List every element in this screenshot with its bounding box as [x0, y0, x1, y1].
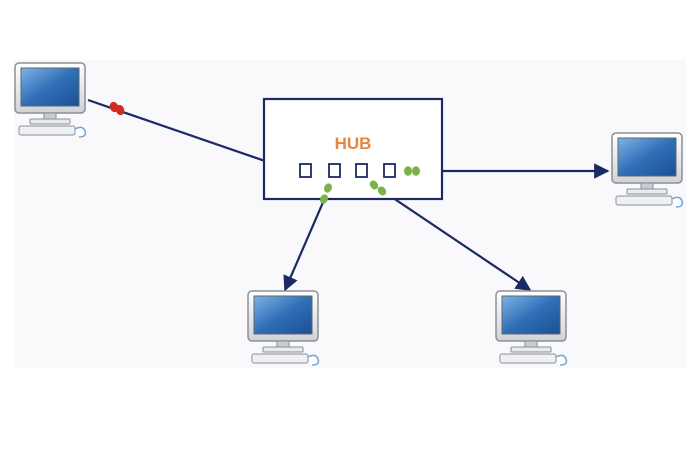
sender-computer-icon: [14, 62, 87, 138]
hub-port-2: [328, 163, 341, 178]
hub-port-1: [299, 163, 312, 178]
right-computer-icon: [611, 132, 684, 208]
outgoing-packet-bottom-right: [369, 180, 387, 196]
incoming-packet: [109, 101, 125, 116]
outgoing-packet-right: [404, 166, 420, 176]
outgoing-packet-bottom-left: [320, 183, 332, 204]
bottom-right-computer-icon: [495, 290, 568, 366]
bottom-left-computer-icon: [247, 290, 320, 366]
hub-label: HUB: [334, 134, 372, 153]
hub-port-4: [383, 163, 396, 178]
hub-port-3: [355, 163, 368, 178]
hub-box: [262, 97, 444, 201]
